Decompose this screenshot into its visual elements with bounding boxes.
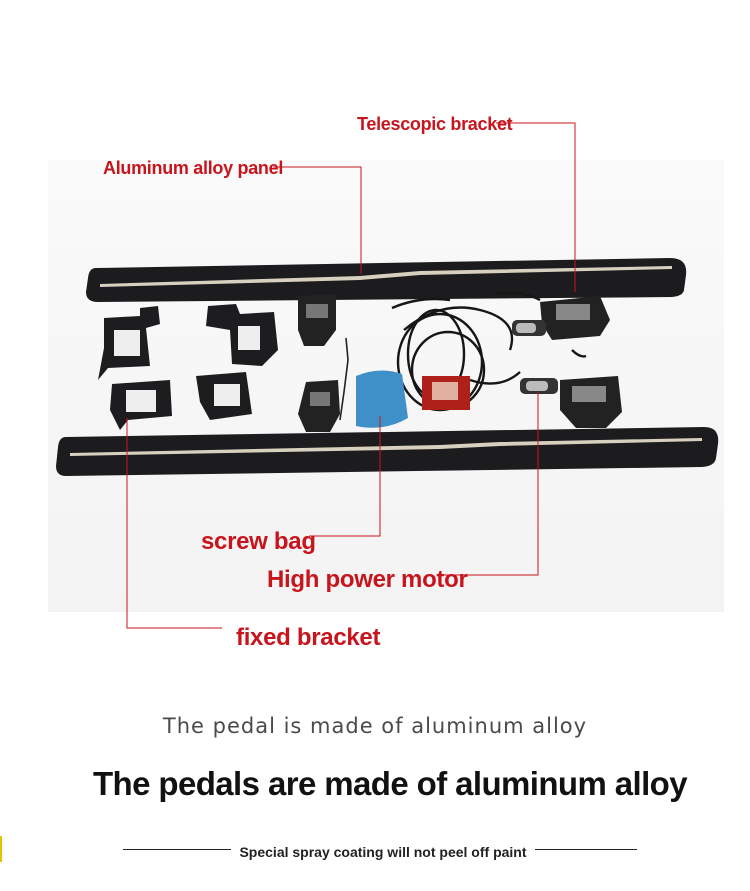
divider-right xyxy=(520,849,637,850)
telescopic-brackets xyxy=(298,294,622,432)
headline: The pedals are made of aluminum alloy xyxy=(93,765,688,802)
callout-fixed-bracket: fixed bracket xyxy=(236,624,381,651)
divider-left xyxy=(123,849,263,850)
motors xyxy=(512,320,558,394)
callout-leader-lines xyxy=(126,122,576,629)
fixed-brackets xyxy=(98,304,278,430)
footnote: Special spray coating will not peel off … xyxy=(0,844,750,860)
upper-running-board xyxy=(86,258,687,302)
screw-bag xyxy=(356,370,408,428)
callout-aluminum-panel: Aluminum alloy panel xyxy=(103,158,284,178)
edge-mark xyxy=(0,836,2,862)
subtitle: The pedal is made of aluminum alloy xyxy=(162,714,588,738)
callout-telescopic-bracket: Telescopic bracket xyxy=(357,114,513,134)
lower-running-board xyxy=(56,427,719,476)
callout-screw-bag: screw bag xyxy=(201,528,316,555)
callout-high-power-motor: High power motor xyxy=(267,566,468,593)
footnote-text: Special spray coating will not peel off … xyxy=(231,844,535,860)
